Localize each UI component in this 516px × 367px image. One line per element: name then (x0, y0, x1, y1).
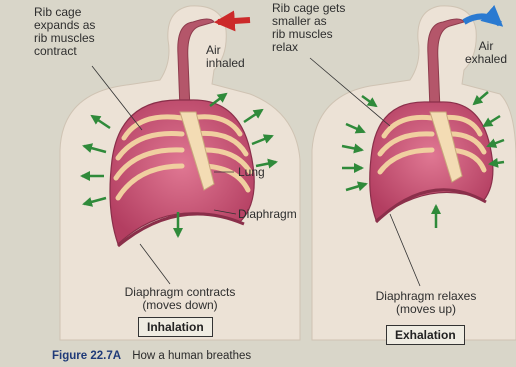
exhalation-title: Exhalation (386, 325, 465, 345)
air-inhaled-label: Air inhaled (206, 44, 245, 70)
figure-number: Figure 22.7A (52, 350, 121, 362)
inhale-diaphragm-line-2: (moves down) (110, 299, 250, 312)
inhale-arrow (218, 20, 250, 22)
air-exhaled-label: Air exhaled (460, 40, 512, 66)
figure-caption: Figure 22.7A How a human breathes (52, 350, 251, 362)
inhalation-title: Inhalation (138, 317, 213, 337)
exhale-diaphragm-line-2: (moves up) (356, 303, 496, 316)
exhale-diaphragm-label: Diaphragm relaxes (moves up) (356, 290, 496, 316)
exhale-rib-label: Rib cage gets smaller as rib muscles rel… (272, 2, 345, 54)
figure-caption-text: How a human breathes (132, 350, 251, 362)
air-inhaled-line-2: inhaled (206, 57, 245, 70)
air-exhaled-line-2: exhaled (460, 53, 512, 66)
inhale-diaphragm-label: Diaphragm contracts (moves down) (110, 286, 250, 312)
exhale-rib-line-4: relax (272, 41, 345, 54)
diaphragm-label: Diaphragm (238, 208, 297, 221)
inhale-rib-line-4: contract (34, 45, 95, 58)
lung-label: Lung (238, 166, 265, 179)
inhale-rib-label: Rib cage expands as rib muscles contract (34, 6, 95, 58)
